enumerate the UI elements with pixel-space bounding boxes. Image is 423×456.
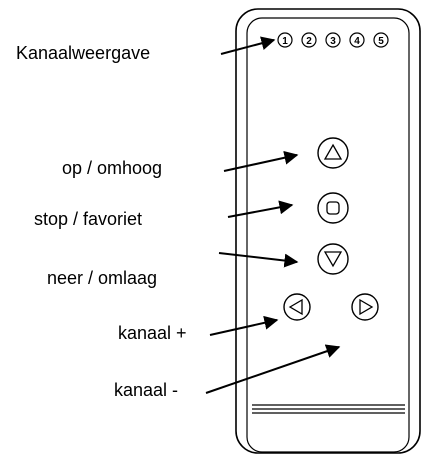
channel-led-1: 1: [277, 32, 293, 48]
square-icon: [326, 201, 340, 215]
down-arrow: [218, 252, 299, 268]
triangle-right-icon: [359, 298, 374, 316]
channel-led-number: 3: [330, 36, 336, 47]
channel-minus-button[interactable]: [351, 293, 379, 321]
channel-led-number: 4: [354, 36, 360, 47]
label-channel-minus: kanaal -: [114, 380, 179, 400]
stop-button[interactable]: [317, 192, 349, 224]
label-up: op / omhoog: [62, 158, 163, 178]
stop-arrow: [227, 200, 294, 218]
channel-minus-arrow: [205, 344, 341, 394]
down-button[interactable]: [317, 243, 349, 275]
triangle-up-icon: [323, 143, 343, 160]
up-arrow: [223, 150, 299, 172]
channel-display-arrow: [220, 36, 276, 55]
label-down: neer / omlaag: [47, 268, 158, 288]
channel-led-number: 1: [282, 36, 288, 47]
up-button[interactable]: [317, 137, 349, 169]
channel-led-5: 5: [373, 32, 389, 48]
channel-led-2: 2: [301, 32, 317, 48]
channel-led-3: 3: [325, 32, 341, 48]
channel-plus-arrow: [209, 315, 279, 336]
channel-led-number: 2: [306, 36, 312, 47]
channel-leds: 1 2 3 4 5: [277, 32, 389, 48]
triangle-left-icon: [288, 298, 303, 316]
triangle-down-icon: [323, 251, 343, 268]
label-channel-plus: kanaal +: [118, 323, 187, 343]
channel-led-number: 5: [378, 36, 384, 47]
label-stop: stop / favoriet: [34, 209, 143, 229]
channel-led-4: 4: [349, 32, 365, 48]
channel-plus-button[interactable]: [283, 293, 311, 321]
remote-body: [235, 8, 421, 454]
label-channel-display: Kanaalweergave: [16, 43, 151, 63]
